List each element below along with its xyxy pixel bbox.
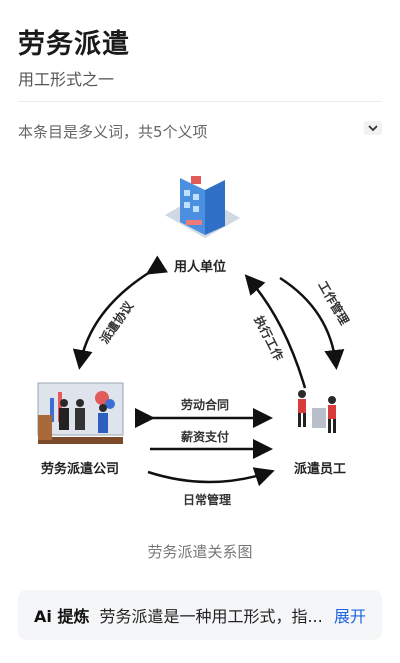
polysemy-note: 本条目是多义词，共5个义项 bbox=[18, 123, 208, 141]
edge-labor-contract: 劳动合同 bbox=[181, 397, 229, 412]
workers-icon bbox=[298, 390, 336, 433]
chevron-down-icon bbox=[368, 125, 378, 132]
page-title: 劳务派遣 bbox=[18, 29, 130, 60]
agency-meeting-icon bbox=[37, 382, 124, 444]
page-subtitle: 用工形式之一 bbox=[18, 70, 115, 89]
diagram-caption: 劳务派遣关系图 bbox=[147, 543, 253, 561]
edge-daily-management: 日常管理 bbox=[183, 492, 231, 507]
ai-summary-badge: Ai 提炼 bbox=[34, 607, 90, 626]
relationship-diagram: 用人单位 派遣协议 执行工作 工作管理 劳务派遣公司 派遣员工 劳 bbox=[37, 176, 352, 507]
edge-salary-payment: 薪资支付 bbox=[181, 429, 229, 444]
node-agency: 劳务派遣公司 bbox=[41, 461, 119, 477]
divider bbox=[18, 101, 382, 102]
edge-dispatch-agreement: 派遣协议 bbox=[96, 298, 136, 347]
expand-button[interactable]: 展开 bbox=[333, 607, 366, 626]
office-building-icon bbox=[165, 176, 240, 238]
ai-summary-text: 劳务派遣是一种用工形式，指... bbox=[99, 607, 323, 626]
edge-perform-work: 执行工作 bbox=[251, 313, 286, 363]
ai-summary-card[interactable]: Ai 提炼 劳务派遣是一种用工形式，指... 展开 bbox=[18, 590, 382, 640]
node-worker: 派遣员工 bbox=[294, 461, 346, 477]
node-employer: 用人单位 bbox=[173, 259, 226, 275]
expand-polysemy-button[interactable] bbox=[364, 121, 382, 135]
